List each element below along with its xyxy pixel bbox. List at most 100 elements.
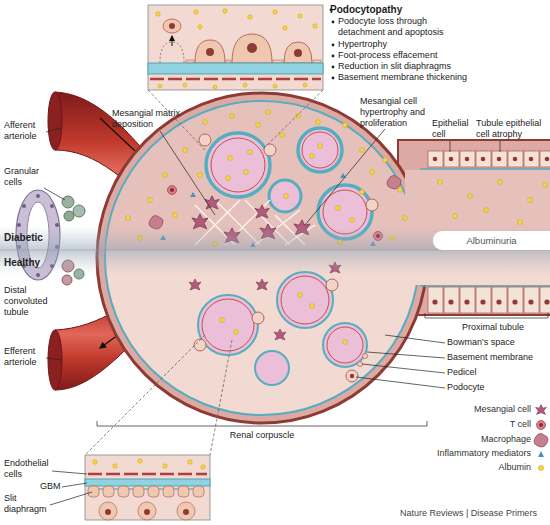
healthy-inset [129,489,133,490]
albumin-dots [230,114,235,119]
part-label: Bowman's space [447,337,515,348]
distal-tubule [36,194,40,198]
healthy-inset [174,489,178,490]
leader-lines [356,377,445,388]
bullet-text: Hypertrophy [338,39,538,50]
healthy-inset [163,486,174,497]
capillary-loop [202,299,254,351]
credit-text: Nature Reviews | Disease Primers [400,508,537,519]
albumin-dots [198,173,203,178]
leader-lines [500,141,501,152]
zoom-lines [85,335,205,455]
podocyte-cells [326,279,338,291]
state-label: Diabetic [4,232,43,244]
podocytopathy-inset [247,43,257,53]
albumin-dots [468,194,473,199]
healthy-inset [85,479,210,486]
afferent-arteriole [48,92,62,150]
leader-lines [362,364,445,373]
podocytopathy-inset [198,25,202,29]
leader-lines [305,129,385,225]
capillary-loop [323,323,367,367]
zoom-lines [85,90,323,455]
healthy-inset [85,455,210,520]
leader-lines [425,313,548,318]
healthy-inset [144,489,148,490]
legend-text: Mesangial cell [474,404,531,415]
albumin-dots [370,170,375,175]
podocytopathy-inset [313,24,317,28]
tubule-cells [476,287,491,313]
healthy-inset [93,460,97,464]
healthy-inset [183,509,189,515]
healthy-inset [105,509,111,515]
distal-tubule [50,204,54,208]
capillary-loop [269,180,301,212]
healthy-inset [189,489,193,490]
leader-lines [385,335,445,343]
granular-cells [73,205,85,217]
podocytopathy-inset [332,77,335,80]
tubule-cells [448,299,453,304]
part-label: Renal corpuscle [202,430,322,441]
leader-lines [44,128,548,505]
part-label: Endothelial cells [4,458,59,480]
podocyte-cells [366,199,378,211]
albumin-dots [398,188,403,193]
tubule-cells [428,151,443,167]
legend-icons [539,423,543,427]
capillary-loop [277,272,333,328]
leader-lines [52,471,87,474]
healthy-inset [88,473,207,476]
albumin-dots [336,206,341,211]
tubule-cells [497,157,502,162]
part-label: Pedicel [447,367,477,378]
inflammatory-mediators [190,192,196,197]
tubule-cells [508,151,523,167]
tubule-cells [444,151,459,167]
tubule-cells [544,299,549,304]
podocytopathy-inset [232,34,272,63]
podocytopathy-inset [243,83,247,87]
healthy-inset [133,486,144,497]
tubule-cells [481,157,486,162]
healthy-inset [178,486,189,497]
callout-label: Tubule epithelial cell atrophy [476,118,550,140]
podocyte-cells [346,370,358,382]
tubule-cells [545,157,550,162]
tubule-cells [460,151,475,167]
capillary-loop [281,276,329,324]
capillary-loop [327,327,363,363]
podocytopathy-inset [273,10,277,14]
tubule-cells [540,151,550,167]
capillary-loop [298,128,342,172]
capillary-loop [211,138,265,192]
podocytopathy-inset [186,60,194,63]
albumin-dots [528,198,533,203]
node-text: Albuminuria [466,235,516,246]
podocyte-cells [264,144,276,156]
healthy-inset [113,464,117,468]
healthy-inset [177,502,195,520]
mesangial-cells [255,205,269,218]
healthy-inset [99,489,103,490]
tubule-cells [428,287,443,313]
legend-text: Inflammatory mediators [437,448,531,459]
capillary-loop [302,132,338,168]
podocyte-cells [363,354,368,359]
podocyte-cells [350,374,354,378]
tubule-cells [465,157,470,162]
podocytopathy-inset [206,48,214,56]
podocytopathy-inset [195,40,225,63]
podocytopathy-inset [194,10,198,14]
podocytopathy-inset [284,42,312,63]
podocytopathy-inset [158,84,162,88]
legend-text: Macrophage [481,434,531,445]
tubule-cells [524,151,539,167]
bullet-text: Basement membrane thickening [338,72,538,83]
tubule-lumen [420,168,550,170]
tubule-cells [428,151,550,313]
healthy-inset [88,486,99,497]
healthy-inset [88,486,204,520]
albumin-dots [543,183,548,188]
